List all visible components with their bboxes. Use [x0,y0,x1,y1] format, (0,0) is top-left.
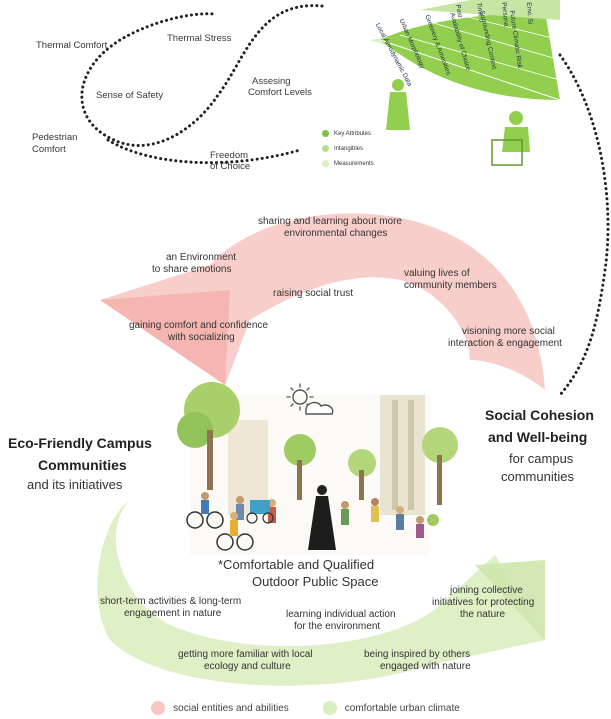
attribute-legend: Key Attributes Intangibles Measurements [322,126,374,171]
walking-figure-body [308,496,336,550]
person-right-head [509,111,523,125]
label-short-line2: engagement in nature [124,608,222,619]
label-joining-line3: the nature [460,609,506,620]
label-sharing-line1: sharing and learning about more [258,216,402,227]
chair [491,139,523,166]
label-joining-line2: initiatives for protecting [432,597,535,608]
label-assessing-line1: Assesing [252,76,291,87]
green-arrowhead [475,560,545,640]
legend-climate-label: comfortable urban climate [344,702,460,714]
walking-figure-head [317,485,327,495]
label-gaining-line1: gaining comfort and confidence [129,320,268,331]
right-heading-sub1: for campus [509,451,574,466]
public-space-illustration [177,382,458,555]
label-learning-line2: for the environment [294,621,381,632]
caption-line2: Outdoor Public Space [252,574,379,589]
label-trust: raising social trust [273,288,354,299]
color-legend: social entities and abilities comfortabl… [0,700,611,716]
bike-wheel-a [186,511,204,529]
label-thermal-stress: Thermal Stress [167,33,232,44]
label-env-line2: to share emotions [152,264,232,275]
legend-social-label: social entities and abilities [173,702,289,714]
left-heading-line2: Communities [38,457,127,473]
measurements-label: Measurements [334,160,374,167]
label-valuing-line1: valuing lives of [404,268,470,279]
label-familiar-line2: ecology and culture [204,661,291,672]
label-learning-line1: learning individual action [286,609,396,620]
tree-right [348,449,376,477]
fan-label-envi: Envi. Si [525,2,534,25]
caption-line1: *Comfortable and Qualified [218,557,375,572]
tree-mid [284,434,316,466]
legend-social: social entities and abilities [151,701,289,715]
dotted-loop-top [80,4,324,147]
legend-climate: comfortable urban climate [322,701,460,715]
fan-inner [420,0,560,20]
legend-key-attributes: Key Attributes [322,126,374,141]
left-heading-line1: Eco-Friendly Campus [8,435,152,451]
label-visioning-line1: visioning more social [462,326,555,337]
bike-wheel-b [216,533,234,551]
person-left-body [386,92,410,130]
intangibles-label: Intangibles [334,145,364,152]
label-visioning-line2: interaction & engagement [448,338,562,349]
person-left-head [392,79,404,91]
left-heading-sub: and its initiatives [27,477,123,492]
dotted-arc-right [558,53,610,397]
cargo-bike [250,500,270,514]
label-assessing-line2: Comfort Levels [248,87,312,98]
fan-mid [380,12,560,100]
key-attributes-label: Key Attributes [334,130,372,137]
building-left [228,420,268,515]
key-attributes-swatch [322,130,329,137]
right-heading-line1: Social Cohesion [485,407,594,423]
label-familiar-line1: getting more familiar with local [178,649,313,660]
label-thermal-comfort: Thermal Comfort [36,40,108,51]
measurements-swatch [322,160,329,167]
label-freedom-line2: of Choice [210,161,251,172]
intangibles-swatch [322,145,329,152]
right-heading-sub2: communities [501,469,574,484]
sun-cloud-icon [286,383,334,415]
label-sense-of-safety: Sense of Safety [96,90,164,101]
dotted-arc-bottom [106,138,302,165]
pink-arrowhead [100,290,230,385]
label-gaining-line2: with socializing [168,332,235,343]
label-env-line1: an Environment [166,252,237,263]
climate-swatch [322,701,337,715]
label-joining-line1: joining collective [450,585,523,596]
label-inspired-line2: engaged with nature [380,661,471,672]
attribute-fan [370,0,561,166]
building-right [380,395,425,515]
legend-intangibles: Intangibles [322,141,374,156]
label-valuing-line2: community members [404,280,497,291]
legend-measurements: Measurements [322,156,374,171]
label-sharing-line2: environmental changes [284,228,388,239]
label-inspired-line1: being inspired by others [364,649,471,660]
label-pedestrian-line2: Comfort [32,144,66,155]
right-heading-line2: and Well-being [488,429,588,445]
label-freedom-line1: Freedom [210,150,249,161]
label-pedestrian-line1: Pedestrian [32,132,78,143]
social-swatch [151,701,166,715]
label-short-line1: short-term activities & long-term [100,596,242,607]
green-arrow [97,500,545,686]
